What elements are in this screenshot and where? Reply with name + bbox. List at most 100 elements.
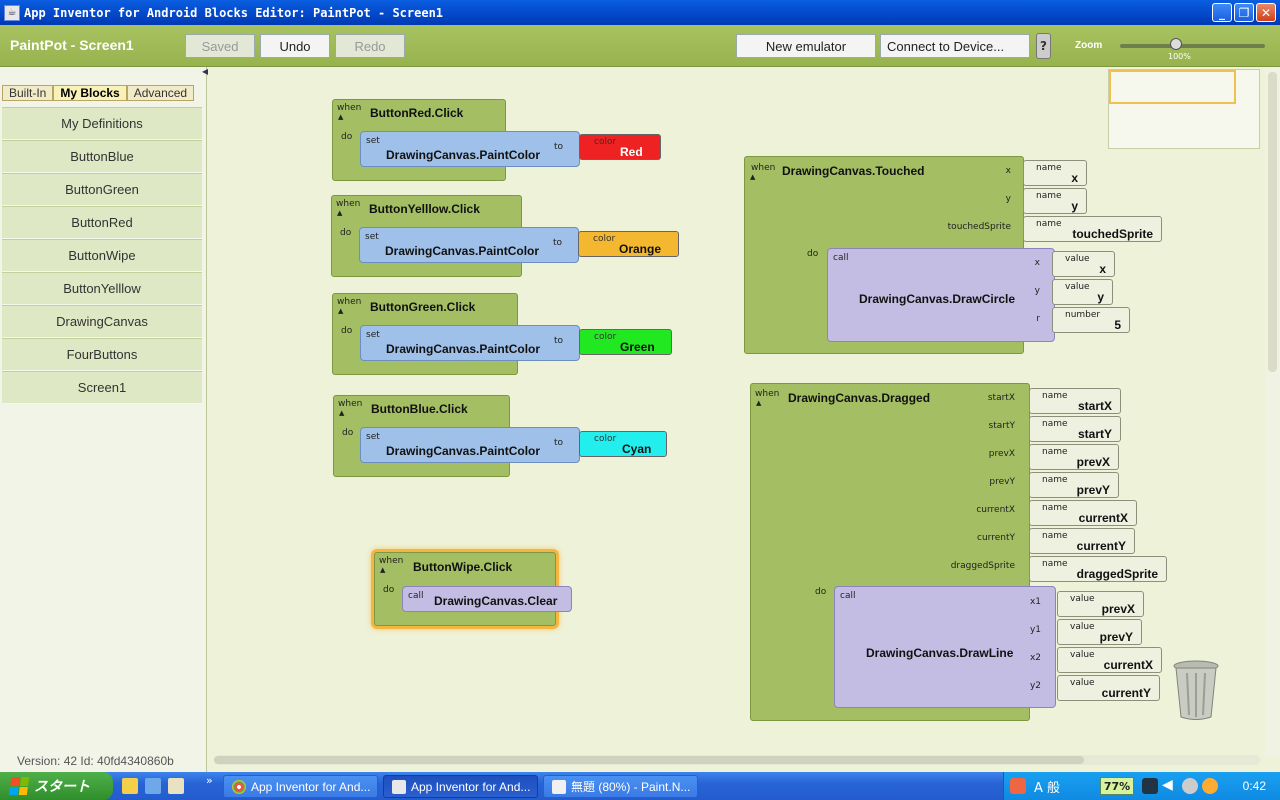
value-block-y[interactable]: value y [1052, 279, 1113, 305]
maximize-button[interactable]: ❐ [1234, 3, 1254, 22]
number-block-5[interactable]: number 5 [1052, 307, 1130, 333]
collapse-triangle-icon[interactable]: ▲ [338, 113, 344, 121]
set-keyword: set [365, 232, 379, 242]
param-label-x: x [1005, 166, 1011, 176]
power-plug-icon[interactable] [1142, 778, 1158, 794]
saved-button[interactable]: Saved [185, 34, 255, 58]
taskbar-item-label: App Inventor for And... [411, 779, 531, 794]
undo-button[interactable]: Undo [260, 34, 330, 58]
tray-expand-icon[interactable]: ◀ [1162, 777, 1173, 793]
collapse-arrow-icon[interactable]: ◀ [202, 67, 209, 76]
event-name: ButtonYelllow.Click [369, 202, 480, 216]
start-button[interactable]: スタート [0, 772, 113, 800]
taskbar-item-app-inventor-1[interactable]: App Inventor for And... [223, 775, 378, 798]
ime-indicator[interactable]: A 般 [1034, 781, 1061, 796]
event-name: DrawingCanvas.Dragged [788, 391, 931, 405]
name-block-starty[interactable]: name startY [1029, 416, 1121, 442]
name-block-y[interactable]: name y [1023, 188, 1087, 214]
value-value: y [1097, 290, 1104, 304]
color-block-red[interactable]: color Red [579, 134, 661, 160]
new-emulator-button[interactable]: New emulator [736, 34, 876, 58]
connect-device-dropdown[interactable]: Connect to Device... [880, 34, 1030, 58]
drawer-my-definitions[interactable]: My Definitions [2, 107, 202, 140]
drawer-fourbuttons[interactable]: FourButtons [2, 338, 202, 371]
drawer-drawingcanvas[interactable]: DrawingCanvas [2, 305, 202, 338]
vertical-scrollbar-thumb[interactable] [1268, 72, 1277, 372]
blocks-workspace[interactable]: when ▲ ButtonRed.Click do set DrawingCan… [208, 67, 1280, 772]
set-block-paintcolor[interactable]: set DrawingCanvas.PaintColor to [360, 325, 580, 361]
drawer-buttongreen[interactable]: ButtonGreen [2, 173, 202, 206]
value-block-currenty[interactable]: value currentY [1057, 675, 1160, 701]
name-block-currenty[interactable]: name currentY [1029, 528, 1135, 554]
app-quicklaunch-icon[interactable] [168, 778, 184, 794]
security-icon[interactable] [1010, 778, 1026, 794]
help-icon[interactable]: ? [1036, 33, 1051, 59]
tab-my-blocks[interactable]: My Blocks [53, 85, 127, 101]
quicklaunch-expand-icon[interactable]: » [206, 774, 213, 787]
collapse-triangle-icon[interactable]: ▲ [338, 307, 344, 315]
arg-label-x: x [1034, 258, 1040, 268]
color-keyword: color [594, 137, 617, 147]
set-block-paintcolor[interactable]: set DrawingCanvas.PaintColor to [360, 131, 580, 167]
value-keyword: value [1070, 650, 1095, 660]
workspace-minimap[interactable] [1108, 69, 1260, 149]
collapse-triangle-icon[interactable]: ▲ [756, 399, 762, 407]
folder-icon[interactable] [122, 778, 138, 794]
name-block-prevy[interactable]: name prevY [1029, 472, 1119, 498]
tab-built-in[interactable]: Built-In [2, 85, 54, 101]
browser-quicklaunch-icon[interactable] [145, 778, 161, 794]
event-name: ButtonRed.Click [370, 106, 464, 120]
value-block-prevx[interactable]: value prevX [1057, 591, 1144, 617]
name-block-x[interactable]: name x [1023, 160, 1087, 186]
zoom-slider-track[interactable] [1120, 44, 1265, 48]
battery-indicator[interactable]: 77% [1100, 777, 1134, 795]
horizontal-scrollbar[interactable] [214, 755, 1260, 765]
set-block-paintcolor[interactable]: set DrawingCanvas.PaintColor to [360, 427, 580, 463]
name-block-startx[interactable]: name startX [1029, 388, 1121, 414]
collapse-triangle-icon[interactable]: ▲ [339, 409, 345, 417]
value-block-x[interactable]: value x [1052, 251, 1115, 277]
set-keyword: set [366, 432, 380, 442]
network-icon[interactable] [1182, 778, 1198, 794]
name-block-prevx[interactable]: name prevX [1029, 444, 1119, 470]
minimap-viewport[interactable] [1109, 70, 1236, 104]
drawer-buttonyellow[interactable]: ButtonYelllow [2, 272, 202, 305]
taskbar-item-paint[interactable]: 無題 (80%) - Paint.N... [543, 775, 698, 798]
collapse-triangle-icon[interactable]: ▲ [750, 173, 756, 181]
minimize-button[interactable]: _ [1212, 3, 1232, 22]
collapse-triangle-icon[interactable]: ▲ [337, 209, 343, 217]
drawer-buttonred[interactable]: ButtonRed [2, 206, 202, 239]
call-block-clear[interactable]: call DrawingCanvas.Clear [402, 586, 572, 612]
tab-advanced[interactable]: Advanced [126, 85, 195, 101]
call-block-drawline[interactable]: call DrawingCanvas.DrawLine x1 y1 x2 y2 [834, 586, 1056, 708]
value-block-currentx[interactable]: value currentX [1057, 647, 1162, 673]
vertical-scrollbar[interactable] [1265, 67, 1280, 757]
window-titlebar: ☕ App Inventor for Android Blocks Editor… [0, 0, 1280, 25]
drawer-buttonwipe[interactable]: ButtonWipe [2, 239, 202, 272]
drawer-buttonblue[interactable]: ButtonBlue [2, 140, 202, 173]
name-block-touchedsprite[interactable]: name touchedSprite [1023, 216, 1162, 242]
arg-label-x1: x1 [1029, 597, 1041, 607]
zoom-slider-thumb[interactable] [1170, 38, 1182, 50]
drawer-screen1[interactable]: Screen1 [2, 371, 202, 404]
name-block-currentx[interactable]: name currentX [1029, 500, 1137, 526]
taskbar-item-app-inventor-2[interactable]: App Inventor for And... [383, 775, 538, 798]
set-keyword: set [366, 136, 380, 146]
clock[interactable]: 0:42 [1242, 779, 1266, 793]
color-block-green[interactable]: color Green [579, 329, 672, 355]
set-block-paintcolor[interactable]: set DrawingCanvas.PaintColor to [359, 227, 579, 263]
blocks-drawer-panel: ◀ Built-In My Blocks Advanced My Definit… [0, 67, 209, 772]
color-block-orange[interactable]: color Orange [578, 231, 679, 257]
redo-button[interactable]: Redo [335, 34, 405, 58]
close-button[interactable]: ✕ [1256, 3, 1276, 22]
value-block-prevy[interactable]: value prevY [1057, 619, 1142, 645]
trash-icon[interactable] [1173, 659, 1219, 721]
horizontal-scrollbar-thumb[interactable] [214, 756, 1084, 764]
volume-icon[interactable] [1202, 778, 1218, 794]
call-block-drawcircle[interactable]: call DrawingCanvas.DrawCircle x y r [827, 248, 1055, 342]
name-block-draggedsprite[interactable]: name draggedSprite [1029, 556, 1167, 582]
color-block-cyan[interactable]: color Cyan [579, 431, 667, 457]
color-value: Red [620, 145, 643, 159]
collapse-triangle-icon[interactable]: ▲ [380, 566, 386, 574]
name-value: x [1071, 171, 1078, 185]
